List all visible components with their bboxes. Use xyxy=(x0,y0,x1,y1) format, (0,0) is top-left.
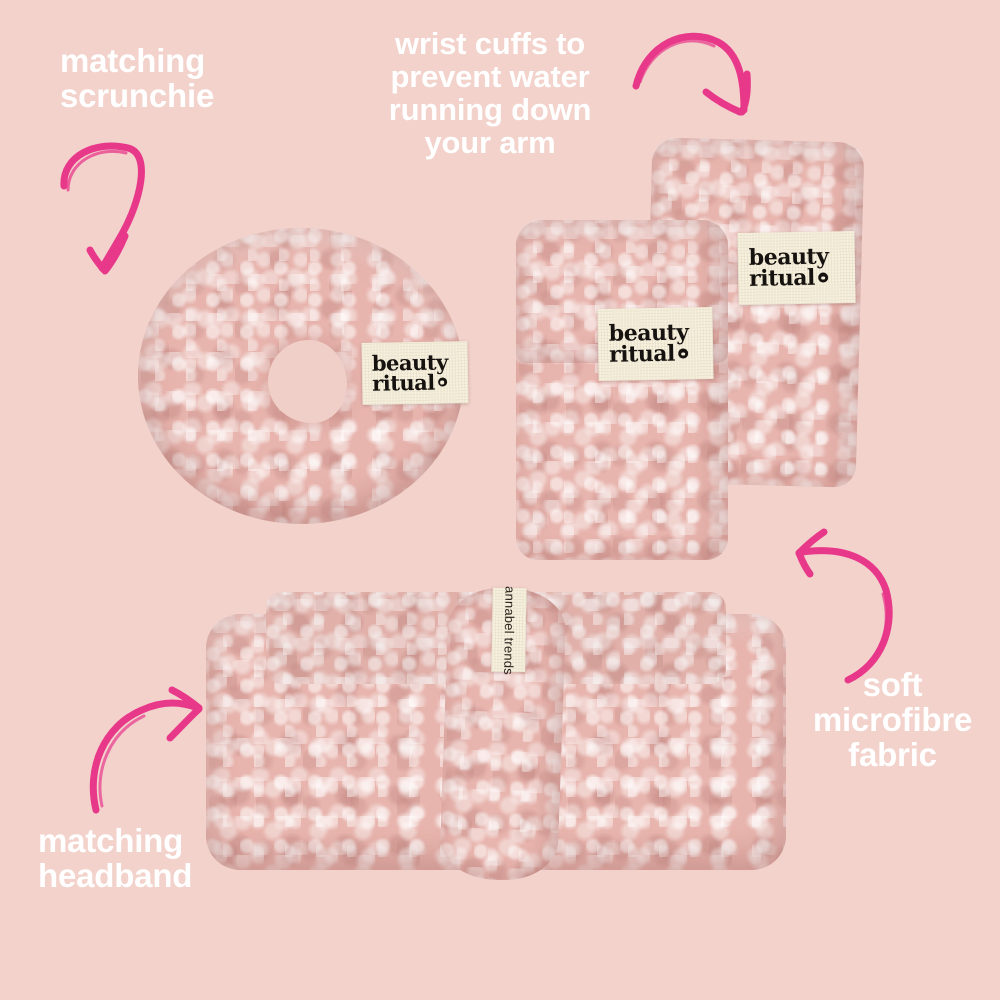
brand-label-line2: ritual xyxy=(609,341,713,368)
annotation-matching-scrunchie: matching scrunchie xyxy=(60,42,215,114)
maker-label-headband: annabel trends xyxy=(491,585,527,675)
flower-icon xyxy=(437,377,447,388)
product-wrist-cuff-front xyxy=(516,220,728,560)
flower-icon xyxy=(817,272,828,284)
annotation-matching-headband: matching headband xyxy=(38,822,193,894)
scrunchie-hole xyxy=(268,340,347,424)
annotation-wrist-cuffs: wrist cuffs to prevent water running dow… xyxy=(388,26,592,160)
arrow-to-cuffs-icon xyxy=(632,32,751,116)
maker-label-text: annabel trends xyxy=(500,585,518,675)
brand-label-scrunchie: beauty ritual xyxy=(361,341,469,405)
brand-label-cuff-front: beauty ritual xyxy=(597,307,714,381)
arrow-to-fabric-icon xyxy=(795,528,893,684)
arrow-to-scrunchie-icon xyxy=(60,142,145,275)
brand-label-line2: ritual xyxy=(372,370,468,396)
cuff-body-shading xyxy=(516,220,728,560)
brand-label-line2: ritual xyxy=(749,265,855,292)
flower-icon xyxy=(677,348,688,360)
arrow-to-headband-icon xyxy=(89,686,203,814)
product-headband xyxy=(206,586,786,900)
annotation-soft-microfibre-fabric: soft microfibre fabric xyxy=(812,666,973,773)
brand-label-cuff-back: beauty ritual xyxy=(737,230,856,306)
